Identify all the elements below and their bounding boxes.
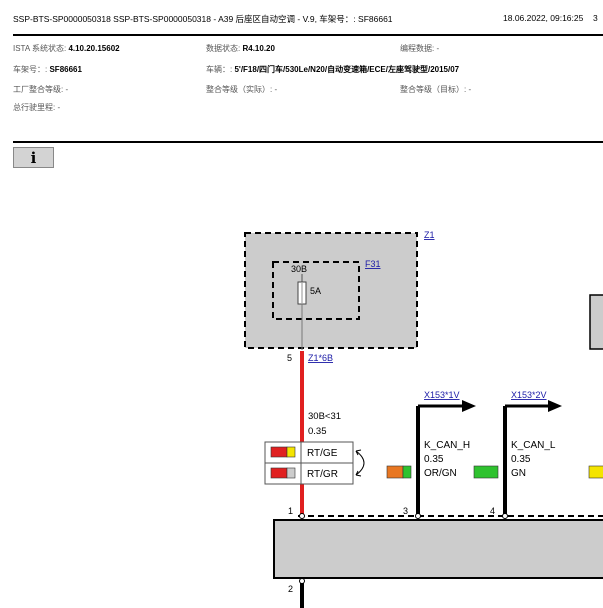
data-status: 数据状态: R4.10.20 <box>206 43 275 54</box>
alt-colors-bracket <box>355 450 365 476</box>
red-wire-gauge: 0.35 <box>308 426 327 437</box>
vehicle-label: 车辆：: <box>206 65 233 74</box>
ista-status: ISTA 系统状态: 4.10.20.15602 <box>13 43 120 54</box>
actual-level: 整合等级（实际）: - <box>206 84 277 95</box>
swatch-yellow <box>286 446 296 458</box>
programming-data: 编程数据: - <box>400 43 439 54</box>
actual-level-label: 整合等级（实际）: - <box>206 85 278 94</box>
alt-color-1-label: RT/GE <box>307 448 338 459</box>
f31-link[interactable]: F31 <box>365 259 381 269</box>
programming-data-label: 编程数据: - <box>400 44 440 53</box>
z1-box <box>244 232 418 349</box>
x153-2v-link[interactable]: X153*2V <box>511 390 547 400</box>
document-datetime: 18.06.2022, 09:16:25 <box>503 13 584 23</box>
f31-box <box>272 261 360 320</box>
vehicle-value: 5'/F18/四门车/530Le/N20/自动变速箱/ECE/左座驾驶型/201… <box>234 65 460 74</box>
target-level: 整合等级（目标）: - <box>400 84 471 95</box>
swatch-yellow-partial <box>588 465 603 479</box>
k-can-l-gauge: 0.35 <box>511 454 531 465</box>
swatch-green-stripe <box>402 465 412 479</box>
pin-4-terminal <box>502 513 508 519</box>
mileage: 总行驶里程: - <box>13 102 60 113</box>
data-status-label: 数据状态: <box>206 44 241 53</box>
factory-level-label: 工厂整合等级: - <box>13 85 69 94</box>
z1-connector-link[interactable]: Z1*6B <box>308 353 333 363</box>
k-can-l-signal: K_CAN_L <box>511 440 556 451</box>
control-unit-box <box>273 519 603 579</box>
alt-color-2-label: RT/GR <box>307 469 338 480</box>
red-wire-signal: 30B<31 <box>308 411 341 422</box>
right-component-box <box>589 294 603 350</box>
target-level-label: 整合等级（目标）: - <box>400 85 472 94</box>
vin: 车架号：: SF86661 <box>13 64 82 75</box>
fuse-rating: 5A <box>310 286 321 296</box>
info-rule <box>13 141 603 143</box>
page-number: 3 <box>593 13 598 23</box>
ista-status-value: 4.10.20.15602 <box>68 44 120 53</box>
k-can-l-arrow-icon <box>548 400 562 412</box>
x153-1v-link[interactable]: X153*1V <box>424 390 460 400</box>
bracket-arrow-bottom <box>355 470 362 477</box>
bracket-arrow-top <box>355 449 362 456</box>
pin-4-label: 4 <box>490 506 495 516</box>
k-can-h-arrow-icon <box>462 400 476 412</box>
k-can-h-gauge: 0.35 <box>424 454 444 465</box>
pin-2-label: 2 <box>288 584 293 594</box>
swatch-red-2 <box>270 467 288 479</box>
info-icon: i <box>30 148 37 167</box>
pin-3-terminal <box>415 513 421 519</box>
vehicle: 车辆：: 5'/F18/四门车/530Le/N20/自动变速箱/ECE/左座驾驶… <box>206 64 459 75</box>
vin-label: 车架号：: <box>13 65 48 74</box>
ista-status-label: ISTA 系统状态: <box>13 44 67 53</box>
swatch-orange <box>386 465 404 479</box>
factory-level: 工厂整合等级: - <box>13 84 68 95</box>
swatch-gray <box>286 467 296 479</box>
pin-5-label: 5 <box>287 353 292 363</box>
vin-value: SF86661 <box>49 65 82 74</box>
z1-link[interactable]: Z1 <box>424 230 435 240</box>
k-can-h-color: OR/GN <box>424 468 457 479</box>
k-can-l-color: GN <box>511 468 526 479</box>
pin-3-label: 3 <box>403 506 408 516</box>
document-title: SSP-BTS-SP0000050318 SSP-BTS-SP000005031… <box>13 14 393 24</box>
pin-1-label: 1 <box>288 506 293 516</box>
mileage-label: 总行驶里程: - <box>13 103 61 112</box>
swatch-red-1 <box>270 446 288 458</box>
header-rule <box>13 34 603 36</box>
fuse-terminal-label: 30B <box>291 264 307 274</box>
pin-1-terminal <box>299 513 305 519</box>
swatch-green <box>473 465 499 479</box>
info-button[interactable]: i <box>13 147 54 168</box>
data-status-value: R4.10.20 <box>242 44 275 53</box>
pin-2-terminal <box>299 578 305 584</box>
k-can-h-signal: K_CAN_H <box>424 440 470 451</box>
